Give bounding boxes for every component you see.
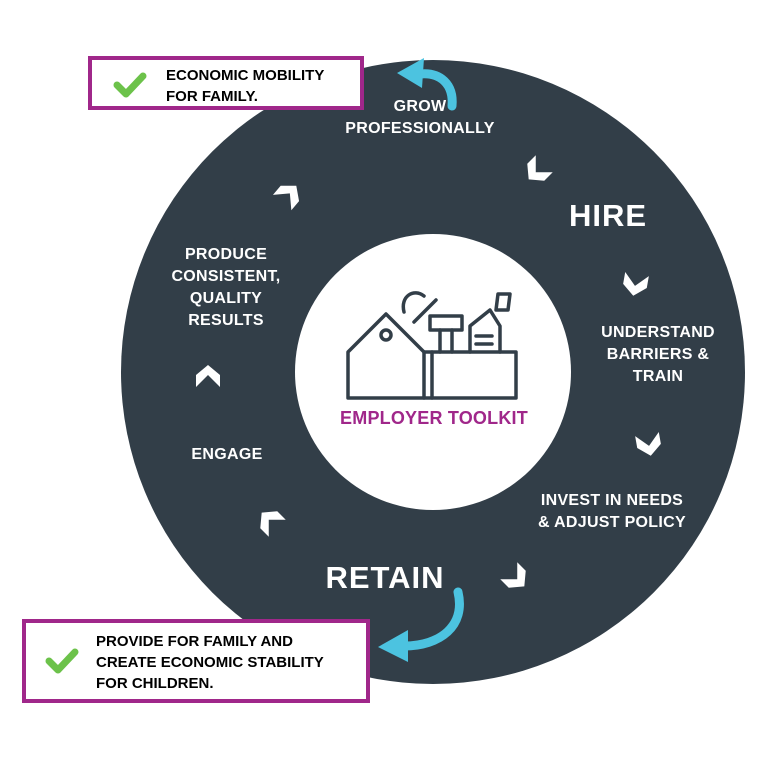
- step-invest: INVEST IN NEEDS & ADJUST POLICY: [522, 490, 702, 534]
- callout-bottom-line-3: FOR CHILDREN.: [96, 675, 214, 692]
- step-grow: GROW PROFESSIONALLY: [330, 96, 510, 140]
- chevron-icon: [500, 562, 526, 588]
- step-produce-line-2: CONSISTENT,: [171, 268, 281, 285]
- center-label: EMPLOYER TOOLKIT: [340, 408, 528, 428]
- step-grow-line-1: GROW: [393, 98, 447, 115]
- checkmark-icon: [113, 72, 147, 98]
- step-produce-line-3: QUALITY: [189, 290, 263, 307]
- chevron-icon: [196, 365, 220, 387]
- stage-retain-label: RETAIN: [325, 560, 445, 595]
- chevron-icon: [635, 432, 661, 456]
- callout-top-line-2: FOR FAMILY.: [166, 88, 258, 105]
- step-produce-line-1: PRODUCE: [184, 246, 268, 263]
- curved-arrow-bottom-icon: [378, 587, 464, 662]
- step-produce-line-4: RESULTS: [188, 312, 264, 329]
- step-grow-line-2: PROFESSIONALLY: [345, 120, 495, 137]
- step-invest-line-1: INVEST IN NEEDS: [540, 492, 684, 509]
- callout-bottom-line-2: CREATE ECONOMIC STABILITY: [96, 654, 324, 671]
- step-understand-line-2: BARRIERS &: [606, 346, 710, 363]
- step-engage: ENGAGE: [191, 446, 263, 463]
- step-understand-line-3: TRAIN: [632, 368, 684, 385]
- chevron-icon: [272, 185, 300, 211]
- curved-arrow-top-icon: [397, 58, 457, 111]
- callout-top-line-1: ECONOMIC MOBILITY: [166, 67, 325, 84]
- stage-hire-label: HIRE: [568, 198, 648, 233]
- callout-top: ECONOMIC MOBILITY FOR FAMILY.: [88, 56, 364, 110]
- toolbox-icon: [346, 291, 518, 400]
- callout-top-text: ECONOMIC MOBILITY FOR FAMILY.: [166, 65, 324, 107]
- step-understand: UNDERSTAND BARRIERS & TRAIN: [583, 322, 733, 388]
- callout-bottom-text: PROVIDE FOR FAMILY AND CREATE ECONOMIC S…: [96, 631, 324, 694]
- chevron-icon: [260, 511, 286, 537]
- checkmark-icon: [45, 648, 79, 674]
- step-produce: PRODUCE CONSISTENT, QUALITY RESULTS: [156, 244, 296, 332]
- chevron-arrows: [196, 155, 661, 588]
- step-understand-line-1: UNDERSTAND: [601, 324, 715, 341]
- chevron-icon: [527, 155, 553, 181]
- callout-bottom: PROVIDE FOR FAMILY AND CREATE ECONOMIC S…: [22, 619, 370, 703]
- step-invest-line-2: & ADJUST POLICY: [538, 514, 686, 531]
- callout-bottom-line-1: PROVIDE FOR FAMILY AND: [96, 633, 293, 650]
- chevron-icon: [623, 272, 649, 296]
